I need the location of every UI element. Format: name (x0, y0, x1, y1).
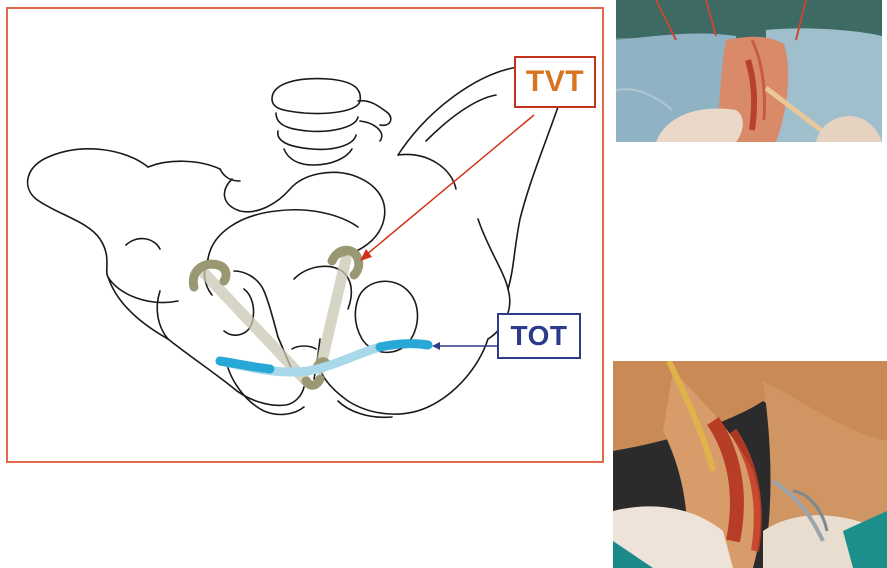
tot-label: TOT (497, 313, 581, 359)
tot-arrow (432, 342, 498, 350)
surgical-photo-tot (613, 361, 887, 568)
sacrum (224, 172, 384, 257)
tvt-label: TVT (514, 56, 596, 108)
tot-sling-right-end (380, 344, 428, 347)
surgical-photo-tvt (616, 0, 882, 142)
vertebrae (272, 79, 391, 165)
tvt-sling-right (320, 259, 346, 369)
right-ischium (320, 339, 488, 414)
pelvis-diagram (8, 9, 602, 461)
tvt-arrow (360, 115, 534, 261)
left-iliac-wing (28, 149, 178, 303)
